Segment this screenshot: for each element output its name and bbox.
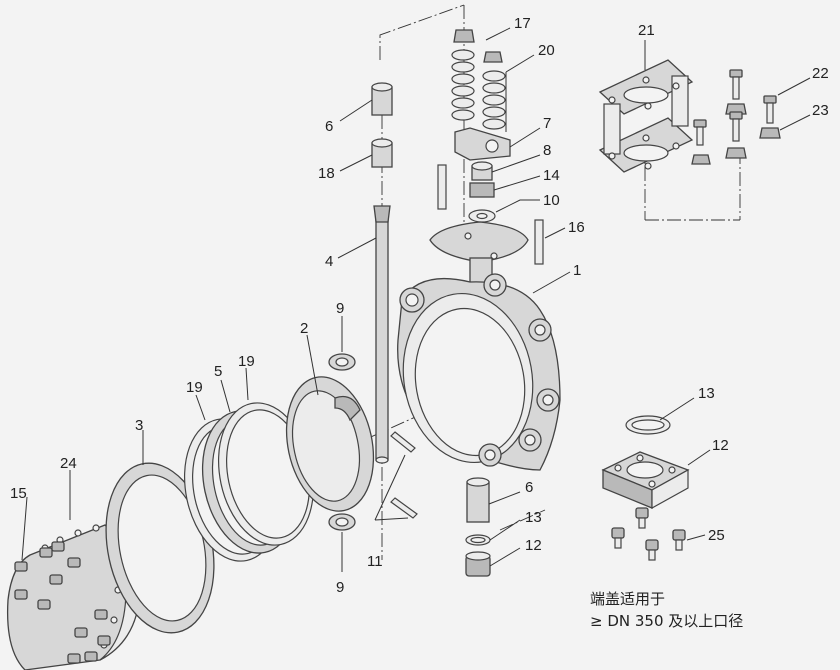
o-ring-13-lower (465, 534, 491, 546)
upper-bush-6 (371, 82, 393, 116)
taper-pins (390, 431, 418, 519)
bolt-set (14, 541, 111, 664)
callout-10: 10 (543, 192, 560, 209)
callout-15: 15 (10, 485, 27, 502)
packing-gland-8 (471, 161, 493, 181)
callout-9-upper: 9 (336, 300, 344, 317)
callout-22: 22 (812, 65, 829, 82)
mounting-bracket (598, 59, 694, 173)
disc-springs-left (451, 49, 475, 121)
upper-bush-18 (371, 138, 393, 168)
callout-19-right: 19 (238, 353, 255, 370)
nut-20 (483, 51, 503, 63)
callout-2: 2 (300, 320, 308, 337)
callout-labels: 15 24 3 19 5 19 2 9 9 4 6 18 11 17 20 7 … (10, 15, 829, 596)
size-note-line-1: 端盖适用于 (590, 590, 666, 608)
stud-16 (534, 219, 544, 265)
callout-7: 7 (543, 115, 551, 132)
disc-springs-right (482, 70, 506, 130)
callout-16: 16 (568, 219, 585, 236)
packing-14 (469, 182, 495, 198)
o-ring-13-upper (625, 415, 671, 435)
callout-19-left: 19 (186, 379, 203, 396)
lock-tab-7 (454, 127, 511, 161)
callout-24: 24 (60, 455, 77, 472)
top-nut-17 (453, 29, 475, 43)
washer-10 (468, 209, 496, 223)
size-note: 端盖适用于 ≥ DN 350 及以上口径 (590, 588, 743, 632)
end-plate-12 (601, 451, 690, 510)
callout-13-upper: 13 (698, 385, 715, 402)
callout-17: 17 (514, 15, 531, 32)
callout-12-upper: 12 (712, 437, 729, 454)
callout-23: 23 (812, 102, 829, 119)
callout-6-upper: 6 (325, 118, 333, 135)
valve-body (397, 221, 561, 471)
callout-18: 18 (318, 165, 335, 182)
callout-1: 1 (573, 262, 581, 279)
callout-6-lower: 6 (525, 479, 533, 496)
valve-disc (285, 376, 375, 512)
lower-bush-6 (466, 477, 490, 523)
callout-4: 4 (325, 253, 333, 270)
bushing-lower (328, 513, 356, 531)
size-note-line-2: ≥ DN 350 及以上口径 (590, 612, 744, 630)
bracket-bolts (691, 69, 781, 165)
callout-13-lower: 13 (525, 509, 542, 526)
callout-5: 5 (214, 363, 222, 380)
callout-12-lower: 12 (525, 537, 542, 554)
callout-8: 8 (543, 142, 551, 159)
seal-rings (183, 402, 315, 562)
valve-stem (373, 205, 391, 464)
gasket-ring (105, 462, 215, 634)
callout-14: 14 (543, 167, 560, 184)
plug-12-lower (465, 551, 491, 577)
callout-25: 25 (708, 527, 725, 544)
callout-21: 21 (638, 22, 655, 39)
stud-left (437, 164, 447, 210)
callout-9-lower: 9 (336, 579, 344, 596)
callout-20: 20 (538, 42, 555, 59)
callout-3: 3 (135, 417, 143, 434)
socket-screws-25 (611, 507, 686, 561)
callout-11: 11 (367, 553, 383, 570)
bushing-upper (328, 353, 356, 371)
leader-lines (21, 27, 811, 572)
